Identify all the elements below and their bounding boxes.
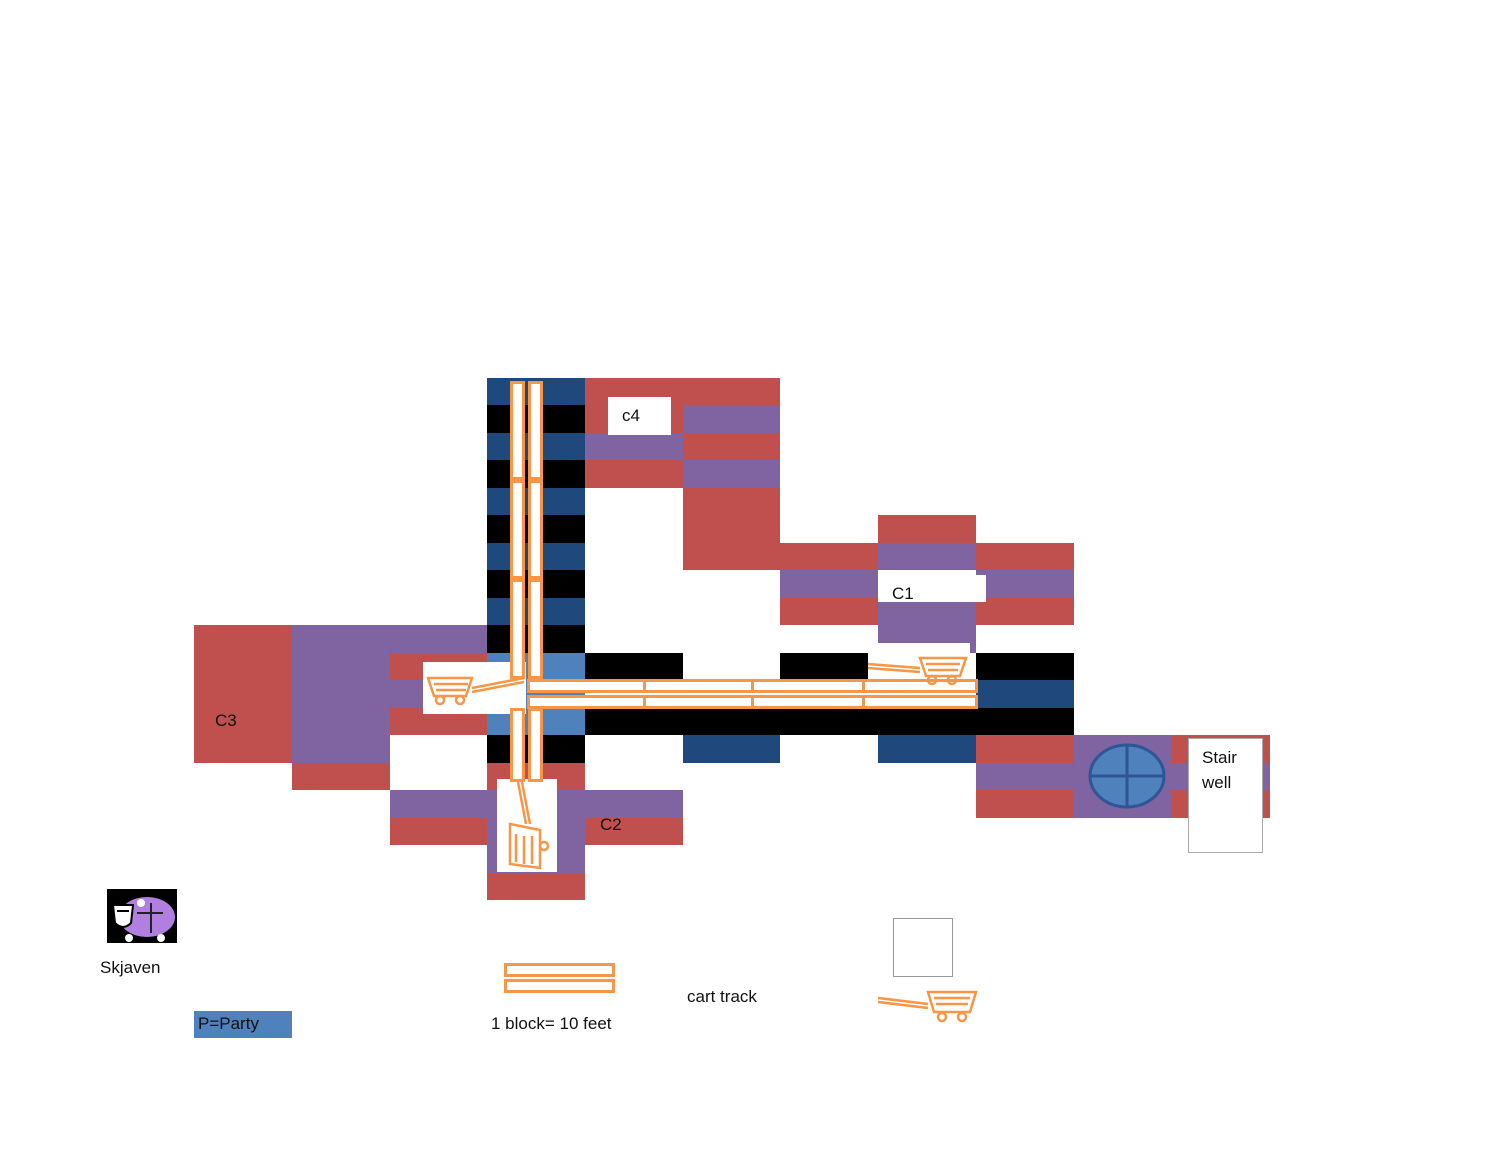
room-label-c1: C1 bbox=[892, 584, 914, 603]
skjaven-icon bbox=[107, 889, 177, 943]
stairwell-label-line2: well bbox=[1202, 773, 1232, 792]
scale-label: 1 block= 10 feet bbox=[491, 1014, 612, 1033]
well-icon bbox=[1088, 743, 1166, 809]
mine-cart-icon bbox=[877, 990, 978, 1023]
party-legend-label: P=Party bbox=[198, 1014, 259, 1033]
cart-track-label: cart track bbox=[687, 987, 757, 1006]
mine-cart-icon bbox=[426, 676, 525, 706]
room-label-c3: C3 bbox=[215, 711, 237, 730]
mine-cart-icon bbox=[867, 656, 968, 686]
skjaven-label: Skjaven bbox=[100, 958, 161, 977]
party-legend-swatch bbox=[194, 1011, 292, 1038]
stairwell-label-line1: Stair bbox=[1202, 748, 1237, 767]
room-label-c4: c4 bbox=[622, 406, 640, 425]
mine-cart-icon bbox=[508, 781, 550, 870]
block-legend-swatch bbox=[893, 918, 953, 977]
room-label-c2: C2 bbox=[600, 815, 622, 834]
